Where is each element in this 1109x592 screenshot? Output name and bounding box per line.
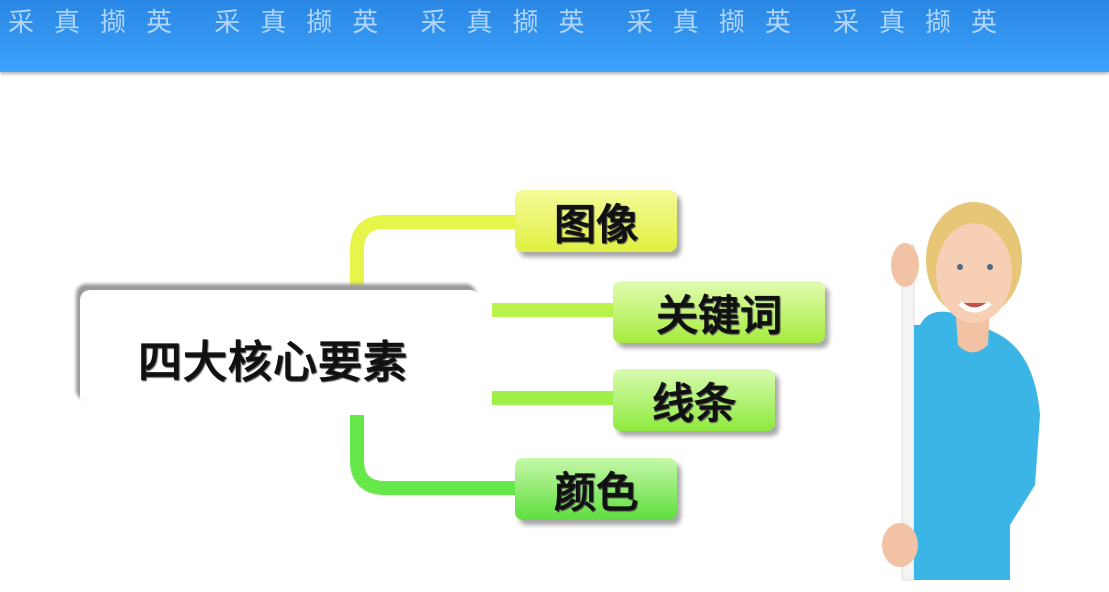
header-banner: 采真撷英 采真撷英 采真撷英 采真撷英 采真撷英 xyxy=(0,0,1109,72)
branch-image: 图像 xyxy=(515,190,677,252)
connector-color xyxy=(350,415,520,495)
connector-image xyxy=(350,215,520,300)
branch-color: 颜色 xyxy=(515,458,677,520)
center-topic: 四大核心要素 xyxy=(80,290,480,406)
seal-script-pattern: 采真撷英 采真撷英 采真撷英 采真撷英 采真撷英 xyxy=(8,8,1018,38)
center-topic-label: 四大核心要素 xyxy=(138,337,408,388)
branch-keyword: 关键词 xyxy=(613,281,825,343)
branch-line: 线条 xyxy=(613,369,775,431)
woman-photo xyxy=(882,202,1040,581)
